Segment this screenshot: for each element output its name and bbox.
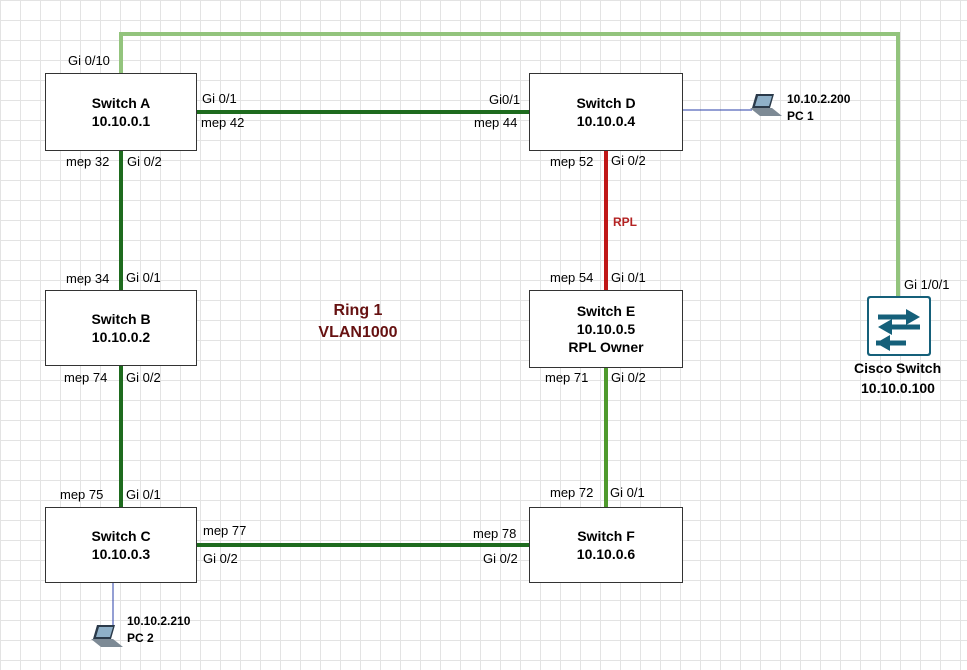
- switch-c[interactable]: Switch C 10.10.0.3: [45, 507, 197, 583]
- port-a-mep32: mep 32: [66, 154, 110, 169]
- switch-a-name: Switch A: [91, 95, 151, 111]
- port-c-mep75: mep 75: [60, 487, 104, 502]
- port-e-mep54: mep 54: [550, 270, 594, 285]
- port-f-mep72: mep 72: [550, 485, 594, 500]
- switch-f[interactable]: Switch F 10.10.0.6: [529, 507, 683, 583]
- port-a-mep42: mep 42: [201, 115, 245, 130]
- switch-e-role: RPL Owner: [568, 339, 644, 355]
- switch-e-name: Switch E: [576, 303, 636, 319]
- port-e-gi02: Gi 0/2: [611, 370, 646, 385]
- ring-name: Ring 1: [333, 302, 383, 319]
- ring-vlan: VLAN1000: [318, 324, 398, 341]
- port-c-gi01: Gi 0/1: [126, 487, 161, 502]
- switch-e[interactable]: Switch E 10.10.0.5 RPL Owner: [529, 290, 683, 368]
- port-c-gi02: Gi 0/2: [203, 551, 238, 566]
- port-a-gi010: Gi 0/10: [68, 53, 110, 68]
- switch-a-ip: 10.10.0.1: [91, 113, 151, 129]
- cisco-switch-name: Cisco Switch: [854, 360, 942, 376]
- port-e-gi01: Gi 0/1: [611, 270, 646, 285]
- switch-a[interactable]: Switch A 10.10.0.1: [45, 73, 197, 151]
- pc1-name: PC 1: [787, 109, 814, 123]
- switch-d[interactable]: Switch D 10.10.0.4: [529, 73, 683, 151]
- switch-d-name: Switch D: [576, 95, 636, 111]
- switch-b[interactable]: Switch B 10.10.0.2: [45, 290, 197, 366]
- uplink-a-to-cisco: [119, 32, 900, 296]
- port-b-mep34: mep 34: [66, 271, 110, 286]
- switch-e-ip: 10.10.0.5: [576, 321, 636, 337]
- port-d-mep52: mep 52: [550, 154, 594, 169]
- switch-f-ip: 10.10.0.6: [576, 546, 636, 562]
- port-f-mep78: mep 78: [473, 526, 517, 541]
- port-d-mep44: mep 44: [474, 115, 518, 130]
- switch-f-name: Switch F: [577, 528, 635, 544]
- rpl-label: RPL: [613, 215, 637, 229]
- port-d-gi01: Gi0/1: [489, 92, 521, 107]
- switch-c-ip: 10.10.0.3: [91, 546, 151, 562]
- pc1-ip: 10.10.2.200: [787, 92, 851, 106]
- ring-title: Ring 1 VLAN1000: [300, 300, 416, 344]
- switch-b-name: Switch B: [91, 311, 151, 327]
- port-f-gi02: Gi 0/2: [483, 551, 518, 566]
- port-c-mep77: mep 77: [203, 523, 247, 538]
- port-e-mep71: mep 71: [545, 370, 589, 385]
- switch-b-ip: 10.10.0.2: [91, 329, 151, 345]
- switch-c-name: Switch C: [91, 528, 151, 544]
- port-b-gi02: Gi 0/2: [126, 370, 161, 385]
- cisco-switch-ip: 10.10.0.100: [861, 380, 935, 396]
- port-b-gi01: Gi 0/1: [126, 270, 161, 285]
- pc2-ip: 10.10.2.210: [127, 614, 191, 628]
- port-f-gi01: Gi 0/1: [610, 485, 645, 500]
- port-a-gi01: Gi 0/1: [202, 91, 237, 106]
- cisco-switch-icon[interactable]: [867, 296, 931, 356]
- port-b-mep74: mep 74: [64, 370, 108, 385]
- port-a-gi02: Gi 0/2: [127, 154, 162, 169]
- pc2-name: PC 2: [127, 631, 154, 645]
- switch-d-ip: 10.10.0.4: [576, 113, 636, 129]
- laptop-icon-pc1[interactable]: [750, 94, 782, 116]
- port-d-gi02: Gi 0/2: [611, 153, 646, 168]
- laptop-icon-pc2[interactable]: [91, 625, 123, 647]
- port-cisco-gi101: Gi 1/0/1: [904, 277, 950, 292]
